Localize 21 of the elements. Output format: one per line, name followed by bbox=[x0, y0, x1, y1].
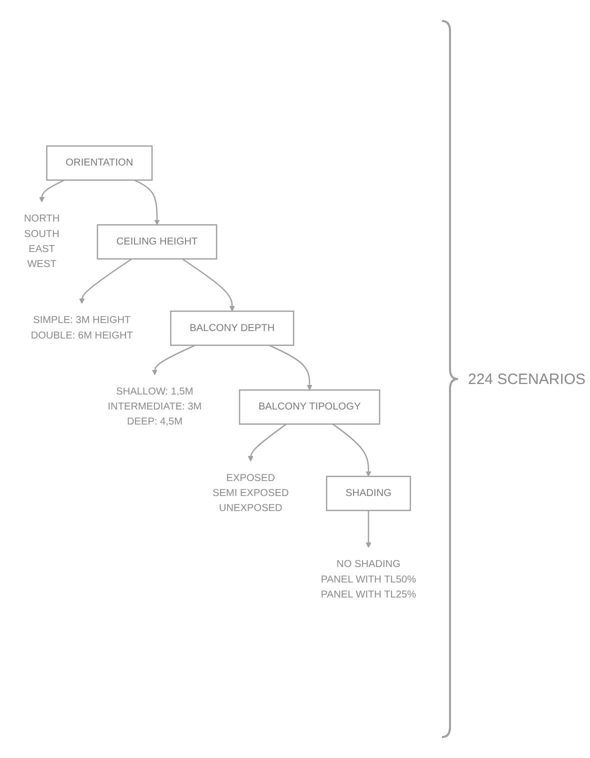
arrow bbox=[366, 510, 372, 548]
arrow bbox=[248, 424, 287, 462]
arrow bbox=[79, 258, 132, 304]
arrow bbox=[268, 344, 312, 390]
node-box bbox=[46, 145, 153, 181]
node-box bbox=[96, 224, 218, 260]
node-box bbox=[238, 389, 380, 425]
node-text: NORTH SOUTH EAST WEST bbox=[24, 214, 60, 270]
arrow bbox=[134, 180, 160, 226]
node-text: SHALLOW: 1,5M INTERMEDIATE: 3M DEEP: 4,5M bbox=[108, 386, 202, 428]
flowchart-drawing: ORIENTATION NORTH SOUTH EAST WEST CEILING HEIGHT SIMPLE: 3M HEIGHT DOUBLE: 6M HEIGHT BALCONY DEPTH SHALLOW: 1,5M INTERMEDIATE: 3M DEEP: 4,5M BALCONY TIPOLOGY EXPOSED SEMI EXPOSED UNEXPOSED SHADING NO SHADING PANEL WITH TL50% PANEL WITH TL25% bbox=[0, 141, 440, 617]
arrow bbox=[332, 424, 372, 477]
node-box bbox=[326, 476, 412, 512]
arrow bbox=[39, 180, 65, 202]
node-text: EXPOSED SEMI EXPOSED UNEXPOSED bbox=[212, 472, 289, 514]
node-text: SIMPLE: 3M HEIGHT DOUBLE: 6M HEIGHT bbox=[30, 315, 133, 341]
node-text: NO SHADING PANEL WITH TL50% PANEL WITH TL25% bbox=[320, 558, 416, 600]
scenario-count: 224 SCENARIOS bbox=[468, 370, 586, 388]
node-box bbox=[170, 310, 294, 346]
arrow bbox=[152, 344, 196, 376]
arrow bbox=[182, 258, 235, 312]
